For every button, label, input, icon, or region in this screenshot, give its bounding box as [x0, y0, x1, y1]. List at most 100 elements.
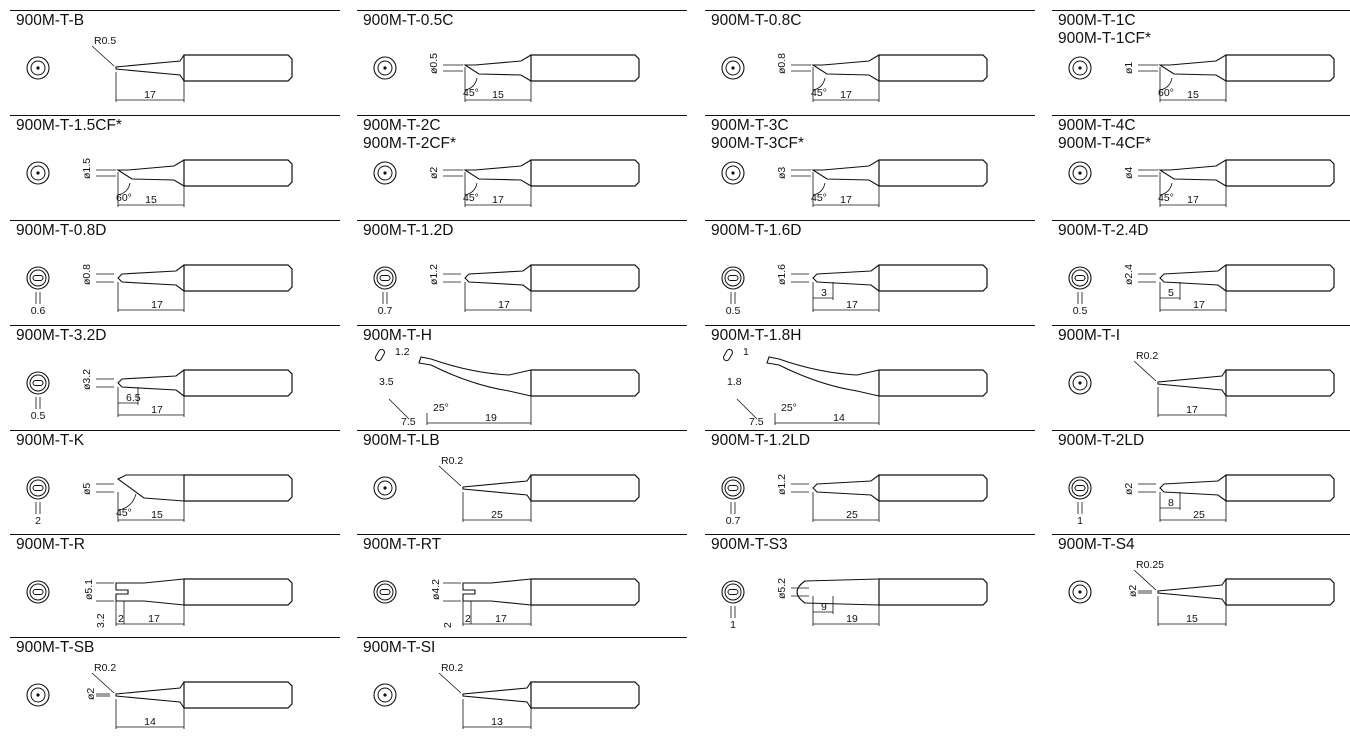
divider: [1052, 10, 1350, 11]
dimension-label: ø4.2: [430, 579, 442, 600]
tip-model-label: 900M-T-4C: [1058, 117, 1136, 134]
dimension-label: 7.5: [749, 416, 764, 428]
tip-drawing: ø0.8 0.6 17: [26, 264, 293, 317]
dimension-label: R0.2: [1136, 350, 1158, 362]
divider: [357, 430, 687, 431]
tip-cell: 900M-T-1.2LD ø1.2 0.7 25: [705, 430, 1035, 533]
dimension-label: 17: [151, 299, 163, 311]
dimension-label: 2: [442, 622, 454, 628]
dimension-label: 14: [144, 716, 156, 728]
divider: [10, 637, 340, 638]
dimension-label: 0.7: [726, 515, 741, 527]
dimension-label: 25: [846, 509, 858, 521]
tip-model-label: 900M-T-K: [16, 432, 85, 449]
end-view-icon: [26, 580, 50, 604]
dimension-label: 6.5: [126, 392, 141, 404]
end-view-icon: [26, 161, 50, 185]
dimension-label: 8: [1168, 497, 1174, 509]
divider: [357, 534, 687, 535]
dimension-label: 3.2: [95, 613, 107, 628]
tip-model-label: 900M-T-S3: [711, 536, 788, 553]
dimension-label: ø2.4: [1123, 264, 1135, 285]
end-view-icon: [721, 266, 745, 290]
dimension-label: 15: [1186, 613, 1198, 625]
dimension-label: 7.5: [401, 416, 416, 428]
tip-model-label: 900M-T-I: [1058, 327, 1121, 344]
tip-model-label: 900M-T-S4: [1058, 536, 1135, 553]
tip-model-label: 900M-T-1.8H: [711, 327, 802, 344]
end-view-icon: [373, 56, 397, 80]
dimension-label: ø2: [85, 688, 97, 700]
divider: [705, 430, 1035, 431]
dimension-label: 0.6: [31, 305, 46, 317]
tip-model-label: 900M-T-0.8C: [711, 12, 802, 29]
tip-drawing: ø1.2 0.7 25: [721, 474, 988, 527]
divider: [1052, 534, 1350, 535]
tip-model-label: 900M-T-1.2LD: [711, 432, 811, 449]
divider: [357, 220, 687, 221]
end-view-icon: [1068, 161, 1092, 185]
dimension-label: 17: [840, 89, 852, 101]
dimension-label: 45°: [463, 192, 479, 204]
dimension-label: 45°: [811, 192, 827, 204]
dimension-label: ø5.1: [83, 579, 95, 600]
divider: [1052, 115, 1350, 116]
dimension-label: ø0.8: [81, 264, 93, 285]
dimension-label: 25°: [433, 402, 449, 414]
end-view-icon: [373, 266, 397, 290]
end-view-icon: [721, 476, 745, 500]
dimension-label: 13: [491, 716, 503, 728]
dimension-label: 60°: [1158, 87, 1174, 99]
tip-model-label: 900M-T-RT: [363, 536, 442, 553]
dimension-label: ø4: [1123, 167, 1135, 179]
divider: [705, 534, 1035, 535]
dimension-label: 17: [498, 299, 510, 311]
dimension-label: ø1.2: [776, 474, 788, 495]
dimension-label: 17: [1187, 194, 1199, 206]
end-view-icon: [373, 683, 397, 707]
end-view-icon: [26, 56, 50, 80]
dimension-label: 1.8: [727, 376, 742, 388]
dimension-label: R0.2: [441, 455, 463, 467]
dimension-label: 17: [1193, 299, 1205, 311]
dimension-label: 17: [846, 299, 858, 311]
dimension-label: 2: [118, 613, 124, 625]
tip-model-label-alt: 900M-T-4CF*: [1058, 135, 1152, 152]
dimension-label: 15: [1187, 89, 1199, 101]
end-view-icon: [26, 476, 50, 500]
tip-model-label: 900M-T-H: [363, 327, 432, 344]
end-view-icon: [721, 161, 745, 185]
end-view-icon: [1068, 56, 1092, 80]
divider: [705, 10, 1035, 11]
dimension-label: 25: [1193, 509, 1205, 521]
dimension-label: 9: [821, 601, 827, 613]
divider: [1052, 430, 1350, 431]
dimension-label: R0.5: [94, 35, 116, 47]
divider: [1052, 325, 1350, 326]
dimension-label: 17: [1186, 404, 1198, 416]
